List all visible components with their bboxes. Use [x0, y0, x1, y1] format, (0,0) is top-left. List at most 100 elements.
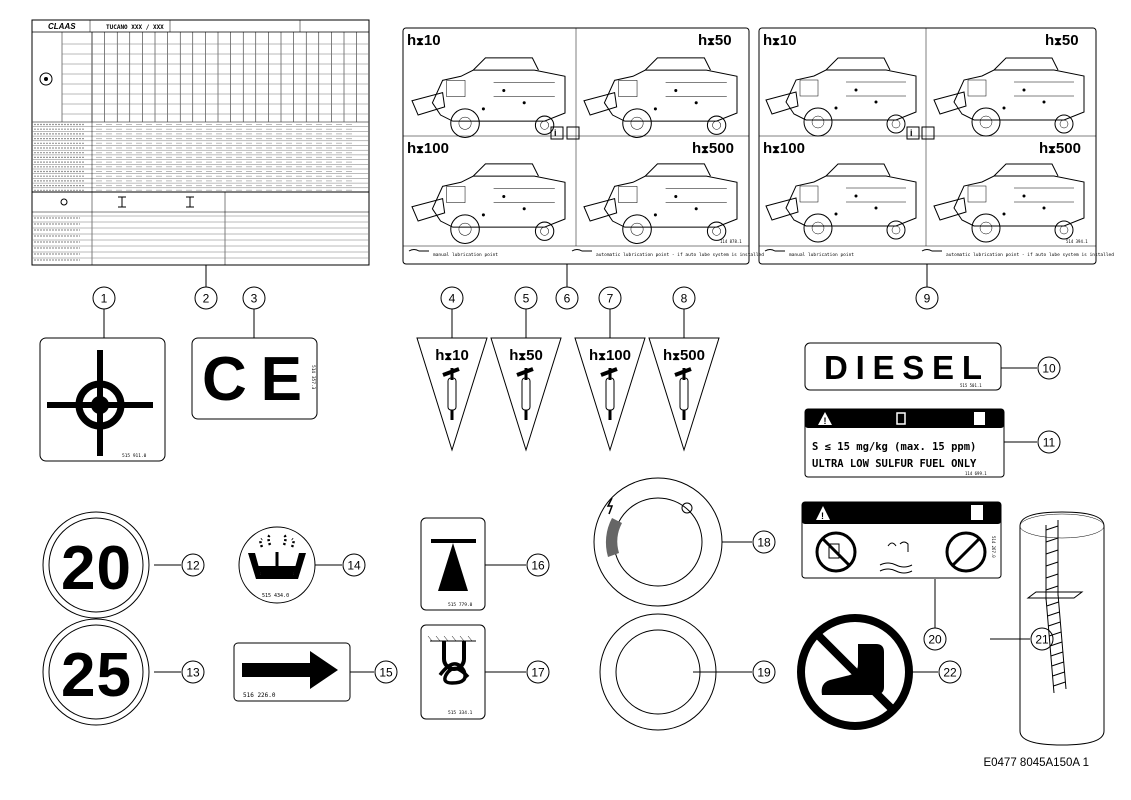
callout-number: 19 — [757, 666, 771, 680]
manual-book-icon — [974, 412, 985, 425]
pennant-hours: h⧗10 — [435, 347, 469, 364]
manual-lube-icon — [408, 249, 429, 252]
callout-number: 14 — [347, 559, 361, 573]
callout-number: 11 — [1043, 436, 1056, 450]
grain-tank-ladder — [1019, 511, 1105, 746]
legend-manual: manual lubrication point — [433, 252, 498, 258]
callout-number: 3 — [251, 292, 258, 306]
callout-number: 21 — [1035, 633, 1049, 647]
pennant-hours: h⧗50 — [509, 347, 543, 364]
interval-pennant: h⧗500 — [648, 337, 720, 452]
svg-text:114 878.1: 114 878.1 — [720, 239, 742, 244]
arrow-right-icon — [242, 651, 338, 689]
interval-label-500: h⧗500 — [1039, 140, 1081, 157]
legend-auto: automatic lubrication point - if auto lu… — [946, 252, 1114, 258]
callout-number: 18 — [757, 536, 771, 550]
brand-logo: CLAAS — [48, 22, 76, 31]
wheel-icon — [60, 198, 68, 206]
svg-text:514 357.3: 514 357.3 — [310, 365, 316, 390]
decal-speed-20: 20 — [42, 511, 150, 619]
decal-jacking-point: 515 779.0 — [420, 517, 486, 611]
callout-number: 1 — [101, 292, 108, 306]
spray-icon — [259, 533, 295, 548]
callout-number: 5 — [523, 292, 530, 306]
decal-reflector-ring — [593, 477, 723, 607]
legend-manual: manual lubrication point — [789, 252, 854, 258]
lube-chart-right: h⧗10 h⧗50 h⧗100 h⧗500 i manual lubricati… — [758, 27, 1114, 265]
svg-text:515 434.0: 515 434.0 — [262, 593, 289, 599]
callout-number: 15 — [379, 666, 393, 680]
legend-auto: automatic lubrication point - if auto lu… — [596, 252, 764, 258]
hatched-segment — [605, 518, 622, 557]
interval-label-10: h⧗10 — [407, 32, 441, 49]
interval-label-500: h⧗500 — [692, 140, 734, 157]
manual-book-icon — [971, 505, 983, 520]
svg-text:i: i — [554, 128, 557, 138]
warning-triangle-icon — [816, 506, 830, 520]
speed-20-text: 20 — [61, 534, 131, 603]
callout-number: 6 — [564, 292, 571, 306]
jack-triangle-icon — [438, 543, 468, 591]
svg-text:i: i — [910, 128, 913, 138]
callout-number: 22 — [943, 666, 957, 680]
ce-mark: CE — [202, 345, 302, 414]
sulfur-limit-text: S ≤ 15 mg/kg (max. 15 ppm) — [812, 441, 976, 453]
combine-harvester-drawing — [933, 57, 1085, 137]
grease-gun-icon — [679, 377, 689, 411]
interval-pennants: h⧗10 h⧗50 h⧗100 h⧗500 — [416, 337, 720, 452]
grease-gun-icon — [605, 377, 615, 411]
lightning-icon — [606, 497, 614, 515]
combine-harvester-drawing — [583, 163, 738, 244]
svg-text:515 779.0: 515 779.0 — [448, 602, 473, 608]
warning-triangle-icon — [818, 412, 832, 425]
decal-lifting-point: 515 911.0 — [39, 337, 166, 462]
lube-chart-left: h⧗10 h⧗50 h⧗100 h⧗500 i manual lubricati… — [402, 27, 764, 265]
decal-washer-fluid: 515 434.0 — [238, 526, 316, 604]
svg-text:!: ! — [824, 416, 827, 426]
combine-harvester-drawing — [765, 163, 917, 243]
callout-number: 20 — [928, 633, 942, 647]
decal-diesel: DIESEL 515 501.1 — [804, 342, 1002, 391]
combine-harvester-drawing — [933, 163, 1085, 243]
svg-text:114 699.1: 114 699.1 — [965, 471, 987, 476]
svg-text:514 267.0: 514 267.0 — [991, 536, 996, 558]
combine-harvester-drawing — [765, 57, 917, 137]
svg-text:!: ! — [821, 511, 824, 521]
drawing-reference: E0477 8045A150A 1 — [983, 757, 1089, 769]
speed-25-text: 25 — [61, 641, 131, 710]
interval-pennant: h⧗100 — [574, 337, 646, 452]
decal-no-step — [797, 614, 913, 730]
callout-number: 12 — [186, 559, 200, 573]
callout-number: 10 — [1042, 362, 1056, 376]
svg-text:515 334.1: 515 334.1 — [448, 710, 473, 716]
decal-ultra-low-sulfur: ! S ≤ 15 mg/kg (max. 15 ppm) ULTRA LOW S… — [804, 408, 1005, 478]
grease-gun-icon — [521, 377, 531, 411]
callout-number: 13 — [186, 666, 200, 680]
axle-icon — [118, 196, 126, 208]
clock-icon — [681, 502, 693, 514]
callout-number: 17 — [531, 666, 545, 680]
decal-plain-ring — [599, 613, 717, 731]
interval-pennant: h⧗50 — [490, 337, 562, 452]
callout-number: 9 — [924, 292, 931, 306]
sulfur-only-text: ULTRA LOW SULFUR FUEL ONLY — [812, 458, 977, 470]
water-icon — [879, 562, 913, 574]
auto-lube-icon — [571, 249, 592, 252]
manual-lube-icon — [764, 249, 785, 252]
combine-harvester-drawing — [411, 163, 566, 244]
gear-icon — [39, 72, 53, 86]
pennant-hours: h⧗100 — [589, 347, 631, 364]
decal-refuel-safety: ! 514 267.0 — [801, 501, 1002, 579]
svg-text:516 226.0: 516 226.0 — [243, 692, 276, 699]
callout-number: 16 — [531, 559, 545, 573]
callout-number: 4 — [449, 292, 456, 306]
combine-harvester-drawing — [411, 57, 566, 138]
axle-icon — [186, 196, 194, 208]
leader-lines — [103, 264, 1037, 673]
decal-direction-arrow: 516 226.0 — [233, 642, 351, 702]
drip-icon — [887, 541, 909, 552]
decal-speed-25: 25 — [42, 618, 150, 726]
decal-ce-mark: CE 514 357.3 — [191, 337, 318, 420]
